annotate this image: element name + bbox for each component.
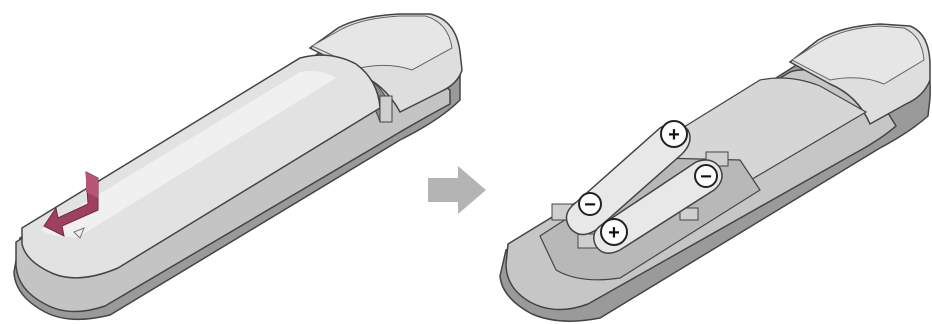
remote-end-cap-face [310, 15, 453, 71]
next-step-arrow-icon [428, 166, 486, 214]
remote-open-batteries: + − − + [499, 23, 931, 322]
battery-2-bottom-mark: + [608, 222, 620, 244]
open-remote-end-cap-face [791, 25, 925, 85]
battery-1-bottom-mark: − [584, 194, 596, 216]
plus-terminal-icon [600, 218, 628, 246]
minus-terminal-icon [578, 192, 602, 216]
slide-direction-arrow-icon [43, 171, 99, 237]
plus-terminal-icon [660, 120, 688, 148]
battery-cover [21, 54, 381, 279]
remote-closed [13, 13, 463, 321]
battery-2: − + [593, 159, 723, 254]
side-latch [679, 207, 699, 221]
battery-2-top-mark: − [700, 166, 712, 188]
minus-terminal-icon [694, 164, 718, 188]
remote-side-notch [379, 95, 393, 123]
battery-1: + − [565, 120, 691, 236]
battery-1-top-mark: + [668, 124, 680, 146]
cover-triangle-mark [73, 227, 85, 239]
battery-cover-highlight [40, 70, 336, 238]
